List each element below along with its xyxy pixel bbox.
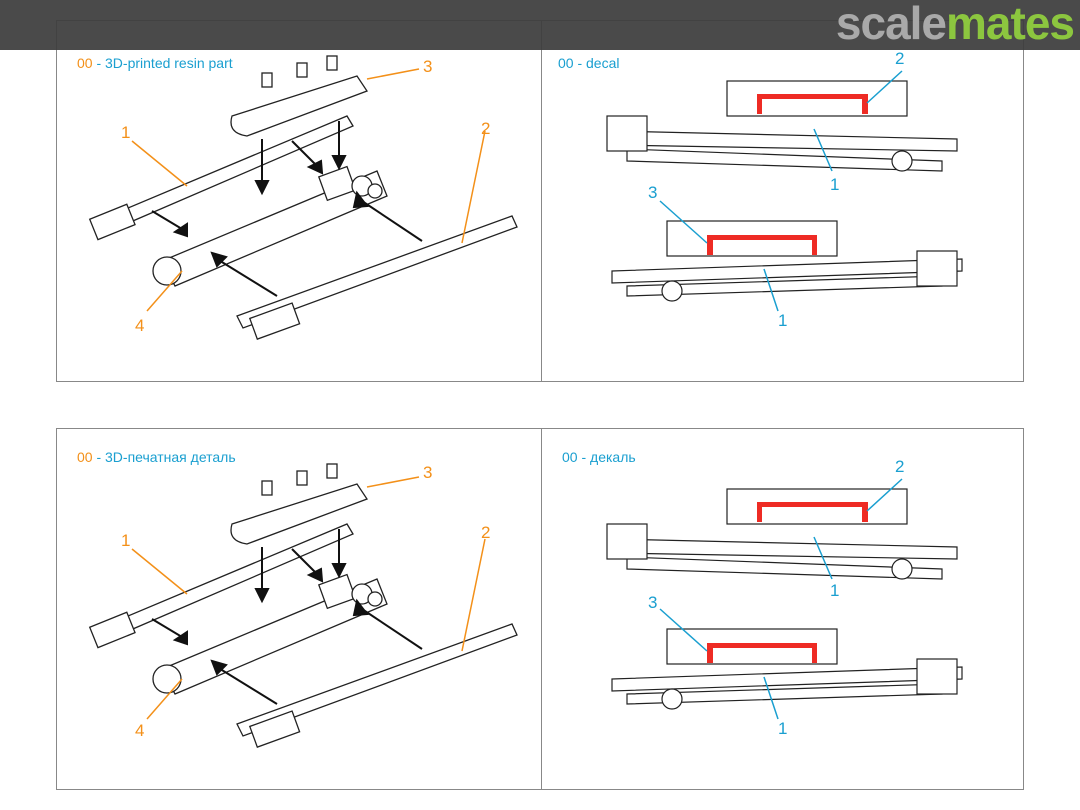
callout-4: 4 <box>135 721 145 740</box>
decal-callout-3: 3 <box>648 593 658 612</box>
decal-panel: 00 - декаль 2 1 3 1 <box>542 429 1025 789</box>
title-text: - decal <box>573 55 620 71</box>
panel-divider <box>541 21 542 381</box>
decal-callout-1b: 1 <box>778 311 788 330</box>
callout-1: 1 <box>121 531 131 550</box>
callout-2: 2 <box>481 523 491 542</box>
callout-3: 3 <box>423 57 433 76</box>
decal-title: 00 - decal <box>558 55 620 71</box>
resin-part-panel: 00 - 3D-printed resin part 1 2 3 4 <box>57 21 540 381</box>
panel-divider <box>541 429 542 789</box>
title-text: - 3D-печатная деталь <box>92 449 236 465</box>
decal-callout-1b: 1 <box>778 719 788 738</box>
resin-part-title: 00 - 3D-печатная деталь <box>77 449 236 465</box>
step-number: 00 <box>77 55 93 71</box>
instruction-section-english: 00 - 3D-printed resin part 1 2 3 4 00 - … <box>56 20 1024 382</box>
logo-part-1: scale <box>835 0 947 49</box>
decal-callout-1: 1 <box>830 581 840 600</box>
instruction-section-russian: 00 - 3D-печатная деталь 1 2 3 4 00 - дек… <box>56 428 1024 790</box>
logo-part-2: mates <box>946 0 1075 49</box>
step-number: 00 <box>562 449 578 465</box>
title-text: - 3D-printed resin part <box>92 55 233 71</box>
callout-4: 4 <box>135 316 145 335</box>
resin-part-panel: 00 - 3D-печатная деталь 1 2 3 4 <box>57 429 540 789</box>
resin-part-title: 00 - 3D-printed resin part <box>77 55 233 71</box>
scalemates-logo[interactable]: scalemates <box>835 0 1075 50</box>
callout-3: 3 <box>423 463 433 482</box>
decal-panel: 00 - decal 2 1 3 1 <box>542 21 1025 381</box>
decal-callout-2: 2 <box>895 49 905 68</box>
step-number: 00 <box>558 55 574 71</box>
decal-title: 00 - декаль <box>562 449 636 465</box>
callout-2: 2 <box>481 119 491 138</box>
title-text: - декаль <box>577 449 636 465</box>
watermark-banner: scalemates <box>0 0 1080 50</box>
decal-callout-3: 3 <box>648 183 658 202</box>
callout-1: 1 <box>121 123 131 142</box>
step-number: 00 <box>77 449 93 465</box>
decal-callout-1: 1 <box>830 175 840 194</box>
decal-callout-2: 2 <box>895 457 905 476</box>
